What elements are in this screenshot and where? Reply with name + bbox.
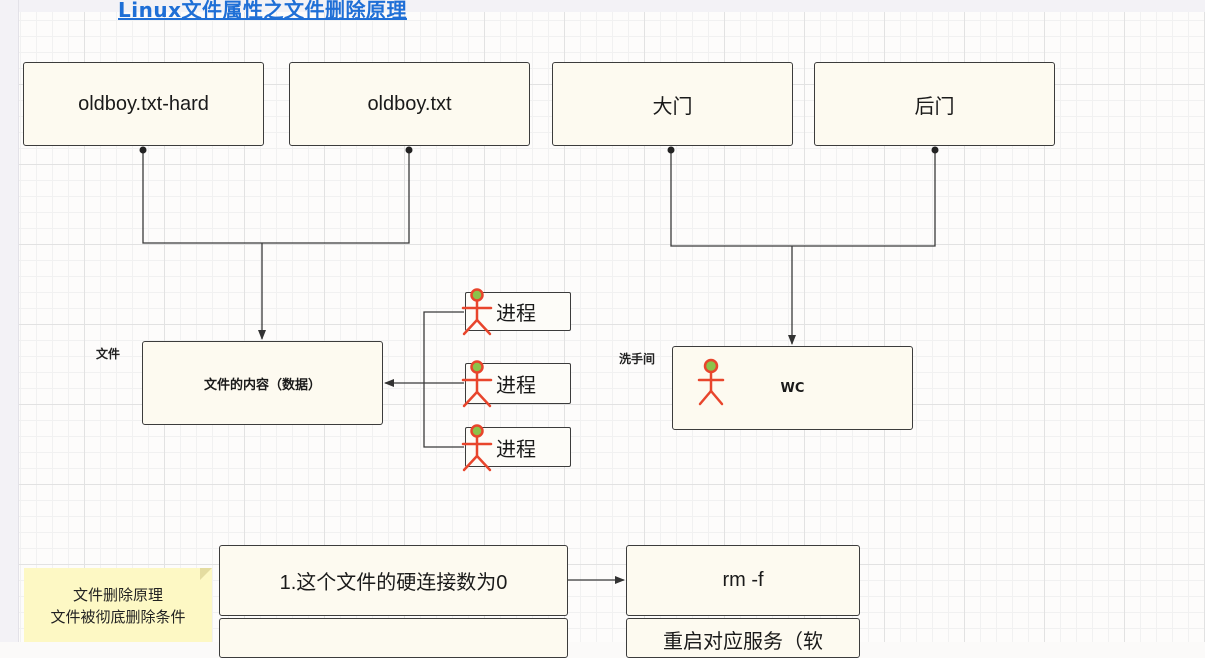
connector-back-to-wc (792, 150, 936, 247)
process-box-1[interactable]: 进程 (465, 292, 571, 331)
connector-layer (139, 146, 939, 584)
connection-dot (139, 146, 147, 154)
process-actor-icon-3 (461, 424, 493, 472)
box-oldboy-txt[interactable]: oldboy.txt (289, 62, 530, 146)
wc-label: WC (780, 380, 805, 396)
box-condition-2[interactable] (219, 618, 568, 658)
box-file-content[interactable]: 文件的内容（数据） (142, 341, 383, 425)
box-back-door[interactable]: 后门 (814, 62, 1055, 146)
process-label: 进程 (496, 301, 536, 325)
connection-dot (931, 146, 939, 154)
box-front-door[interactable]: 大门 (552, 62, 793, 146)
process-label: 进程 (496, 436, 536, 461)
restroom-label: 洗手间 (619, 352, 656, 366)
process-actor-icon-1 (461, 288, 493, 336)
process-label: 进程 (496, 373, 536, 397)
sticky-note[interactable]: 文件删除原理 文件被彻底删除条件 (24, 568, 212, 642)
box-rm-f[interactable]: rm -f (626, 545, 860, 616)
box-hardlink-condition[interactable]: 1.这个文件的硬连接数为0 (219, 545, 568, 616)
process-actor-icon-2 (461, 360, 493, 408)
connector-file-to-content (262, 150, 410, 244)
note-line-1: 文件删除原理 (72, 586, 163, 604)
note-line-2: 文件被彻底删除条件 (50, 608, 186, 626)
left-panel-strip (0, 0, 19, 642)
process-actor-icons (461, 288, 493, 472)
connector-processes (423, 311, 464, 448)
page-title[interactable]: Linux文件属性之文件删除原理 (118, 0, 407, 22)
connector-front-to-wc (670, 150, 792, 247)
box-oldboy-hard[interactable]: oldboy.txt-hard (23, 62, 264, 146)
top-toolbar-strip (0, 0, 1205, 12)
connection-dot (405, 146, 413, 154)
note-fold-corner (200, 568, 212, 580)
wc-actor-icon (697, 358, 725, 406)
box-restart-service[interactable]: 重启对应服务（软 (626, 618, 860, 658)
connector-hard-to-content (142, 150, 262, 244)
file-label: 文件 (96, 347, 121, 361)
connection-dot (667, 146, 675, 154)
